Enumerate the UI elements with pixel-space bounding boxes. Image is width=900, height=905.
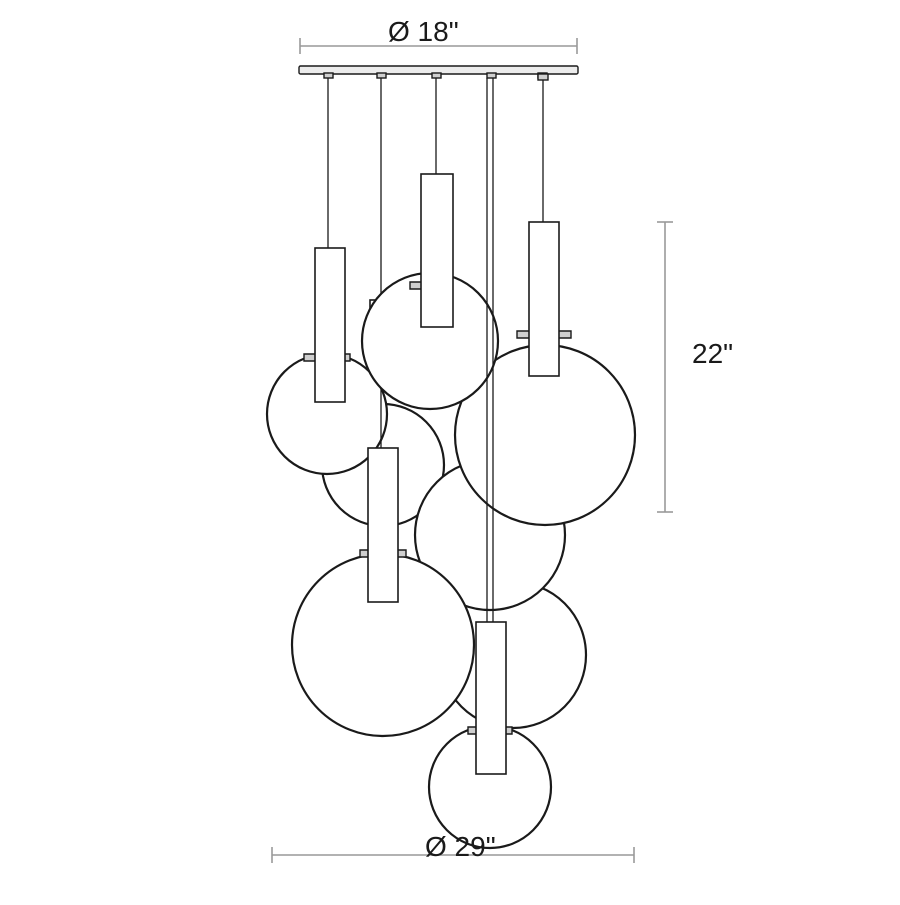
tube-upper-right: [528, 221, 560, 377]
pendant-bottom: [427, 621, 553, 850]
tube-upper-left: [314, 247, 346, 403]
spread-diameter-label: Ø 29": [425, 831, 496, 862]
pendant-upper-left: [265, 78, 389, 476]
height-label: 22": [692, 338, 734, 369]
pendant-lower-left: [290, 447, 476, 738]
tube-lower-left: [367, 447, 399, 603]
tube-bottom: [475, 621, 507, 775]
pendant-upper-right: [453, 73, 637, 527]
cord-bottom: [486, 78, 494, 622]
tube-top-center: [420, 173, 454, 328]
canopy-dimension-line: [299, 38, 578, 54]
pendant-top-center: [360, 78, 500, 411]
canopy-plate: [298, 65, 579, 79]
height-dimension-line: [657, 221, 673, 513]
spread-dimension-line: [271, 847, 635, 863]
canopy-diameter-label: Ø 18": [388, 16, 459, 47]
